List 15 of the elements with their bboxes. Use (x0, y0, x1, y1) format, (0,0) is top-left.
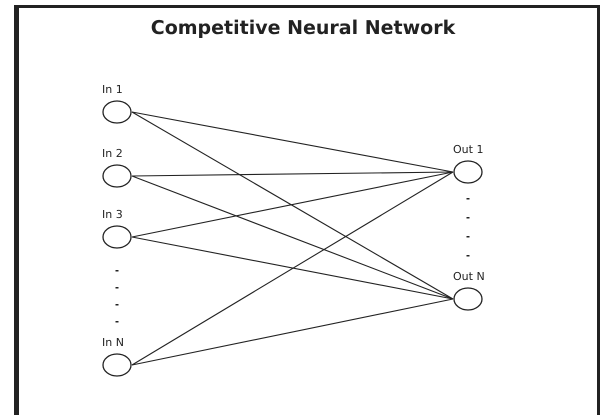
node-label: In 3 (102, 208, 123, 221)
title: Competitive Neural Network (150, 17, 456, 39)
connection-line (132, 111, 454, 173)
connection-line (132, 236, 454, 300)
connection-line (132, 298, 454, 366)
node-label: In N (102, 336, 124, 349)
connection-line (132, 112, 454, 300)
node-label: In 2 (102, 147, 123, 160)
node-label: Out N (453, 270, 485, 283)
connection-line (132, 175, 454, 300)
connection-line (132, 171, 454, 238)
connection-line (132, 172, 454, 366)
connection-line (132, 171, 453, 177)
node-label: Out 1 (453, 143, 484, 156)
node-label: In 1 (102, 83, 123, 96)
